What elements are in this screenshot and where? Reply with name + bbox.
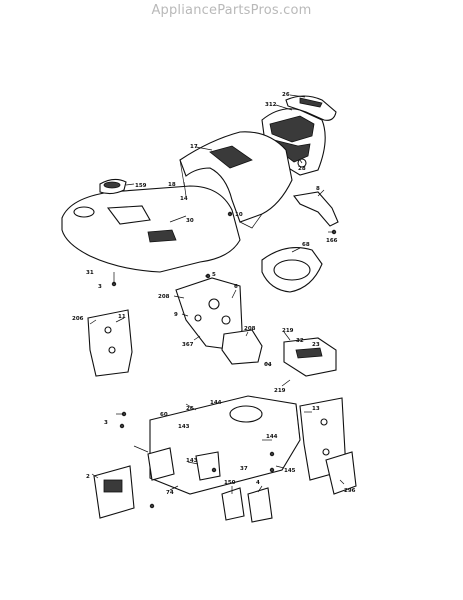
callout-9: 9 bbox=[174, 312, 178, 318]
callout-8: 8 bbox=[316, 186, 320, 192]
callout-367: 367 bbox=[182, 342, 194, 348]
callout-208b: 208 bbox=[244, 326, 256, 332]
fender-pan[interactable] bbox=[61, 185, 241, 273]
rear-plate[interactable] bbox=[93, 465, 135, 519]
leader-lines bbox=[89, 94, 345, 494]
callout-312: 312 bbox=[265, 102, 277, 108]
callout-144b: 144 bbox=[266, 434, 278, 440]
callout-145: 145 bbox=[284, 468, 296, 474]
callout-3: 3 bbox=[98, 284, 102, 290]
side-panel-left[interactable] bbox=[87, 309, 133, 377]
callout-166: 166 bbox=[326, 238, 338, 244]
callout-13: 13 bbox=[312, 406, 320, 412]
callout-159: 159 bbox=[135, 183, 147, 189]
callout-150: 150 bbox=[224, 480, 236, 486]
callout-208: 208 bbox=[158, 294, 170, 300]
callout-14: 14 bbox=[180, 196, 188, 202]
callout-74: 74 bbox=[166, 490, 174, 496]
fuel-tank-support[interactable] bbox=[261, 247, 323, 293]
axle-bracket-right[interactable] bbox=[195, 451, 221, 481]
steering-support[interactable] bbox=[283, 337, 337, 377]
callout-143b: 143 bbox=[186, 458, 198, 464]
callout-5: 5 bbox=[212, 272, 216, 278]
callout-143: 143 bbox=[178, 424, 190, 430]
callout-219: 219 bbox=[282, 328, 294, 334]
callout-144: 144 bbox=[210, 400, 222, 406]
callout-18: 18 bbox=[168, 182, 176, 188]
callout-labels: 26 312 28 17 159 18 14 30 10 8 166 68 5 … bbox=[72, 92, 356, 496]
callout-17: 17 bbox=[190, 144, 198, 150]
callout-3b: 3 bbox=[104, 420, 108, 426]
watermark-text: AppliancePartsPros.com bbox=[151, 3, 312, 18]
callout-10: 10 bbox=[235, 212, 243, 218]
axle-bracket-left[interactable] bbox=[147, 447, 175, 481]
callout-219b: 219 bbox=[274, 388, 286, 394]
hood-grille[interactable] bbox=[261, 108, 326, 176]
callout-64: 64 bbox=[264, 362, 272, 368]
hood-bracket[interactable] bbox=[293, 191, 339, 227]
callout-11: 11 bbox=[118, 314, 126, 320]
callout-6: 6 bbox=[234, 284, 238, 290]
callout-68: 68 bbox=[302, 242, 310, 248]
hitch-bracket-right[interactable] bbox=[247, 487, 273, 523]
hitch-bracket-left[interactable] bbox=[221, 487, 245, 521]
bumper-extension[interactable] bbox=[325, 451, 357, 495]
callout-26: 26 bbox=[282, 92, 290, 98]
callout-296: 296 bbox=[344, 488, 356, 494]
callout-26b: 26 bbox=[186, 406, 194, 412]
callout-31: 31 bbox=[86, 270, 94, 276]
callout-206: 206 bbox=[72, 316, 84, 322]
callout-2: 2 bbox=[86, 474, 90, 480]
callout-32: 32 bbox=[296, 338, 304, 344]
callout-60: 60 bbox=[160, 412, 168, 418]
callout-23: 23 bbox=[312, 342, 320, 348]
callout-4: 4 bbox=[256, 480, 260, 486]
cup-holder[interactable] bbox=[99, 178, 127, 195]
callout-37: 37 bbox=[240, 466, 248, 472]
chassis-frame[interactable] bbox=[149, 395, 301, 495]
callout-28: 28 bbox=[298, 166, 306, 172]
callout-30: 30 bbox=[186, 218, 194, 224]
console-bracket[interactable] bbox=[221, 329, 263, 365]
